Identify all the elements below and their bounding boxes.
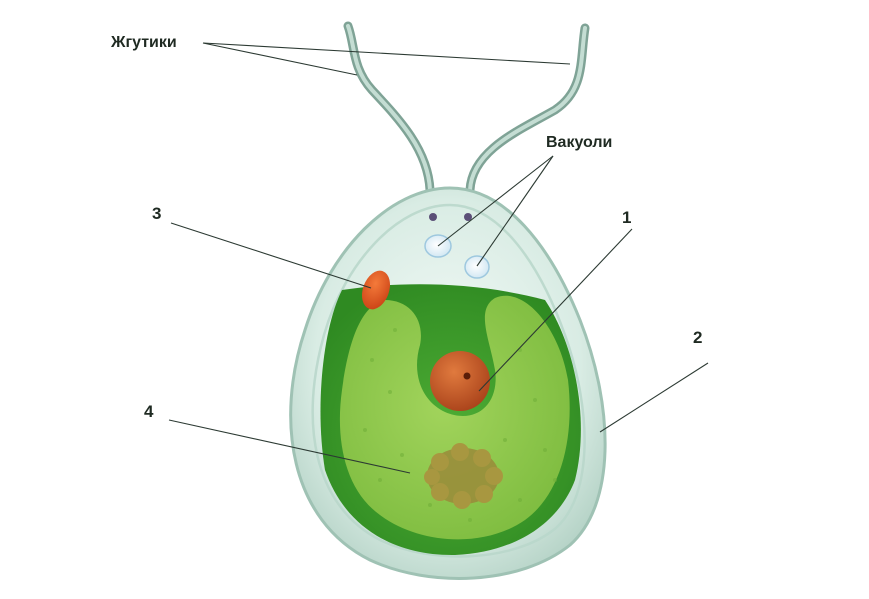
- basal-body-right: [464, 213, 472, 221]
- cytoplasm-texture: [363, 328, 557, 522]
- pyrenoid: [424, 443, 503, 509]
- nucleolus: [463, 372, 471, 380]
- flagellum-right-highlight: [468, 26, 587, 192]
- vacuole-right: [464, 255, 490, 279]
- nucleus: [430, 351, 490, 411]
- label-number-4: 4: [144, 402, 154, 421]
- stigma: [361, 270, 391, 310]
- label-flagella: Жгутики: [110, 34, 177, 51]
- label-number-2: 2: [693, 328, 702, 347]
- flagellum-left-highlight: [346, 24, 432, 192]
- flagellum-right: [465, 23, 590, 195]
- flagella: [343, 21, 590, 195]
- label-number-3: 3: [152, 204, 161, 223]
- leader-lines: [168, 42, 709, 474]
- cytoplasm: [339, 295, 570, 540]
- label-number-1: 1: [622, 208, 631, 227]
- basal-body-left: [429, 213, 437, 221]
- label-vacuoles: Вакуоли: [546, 134, 612, 151]
